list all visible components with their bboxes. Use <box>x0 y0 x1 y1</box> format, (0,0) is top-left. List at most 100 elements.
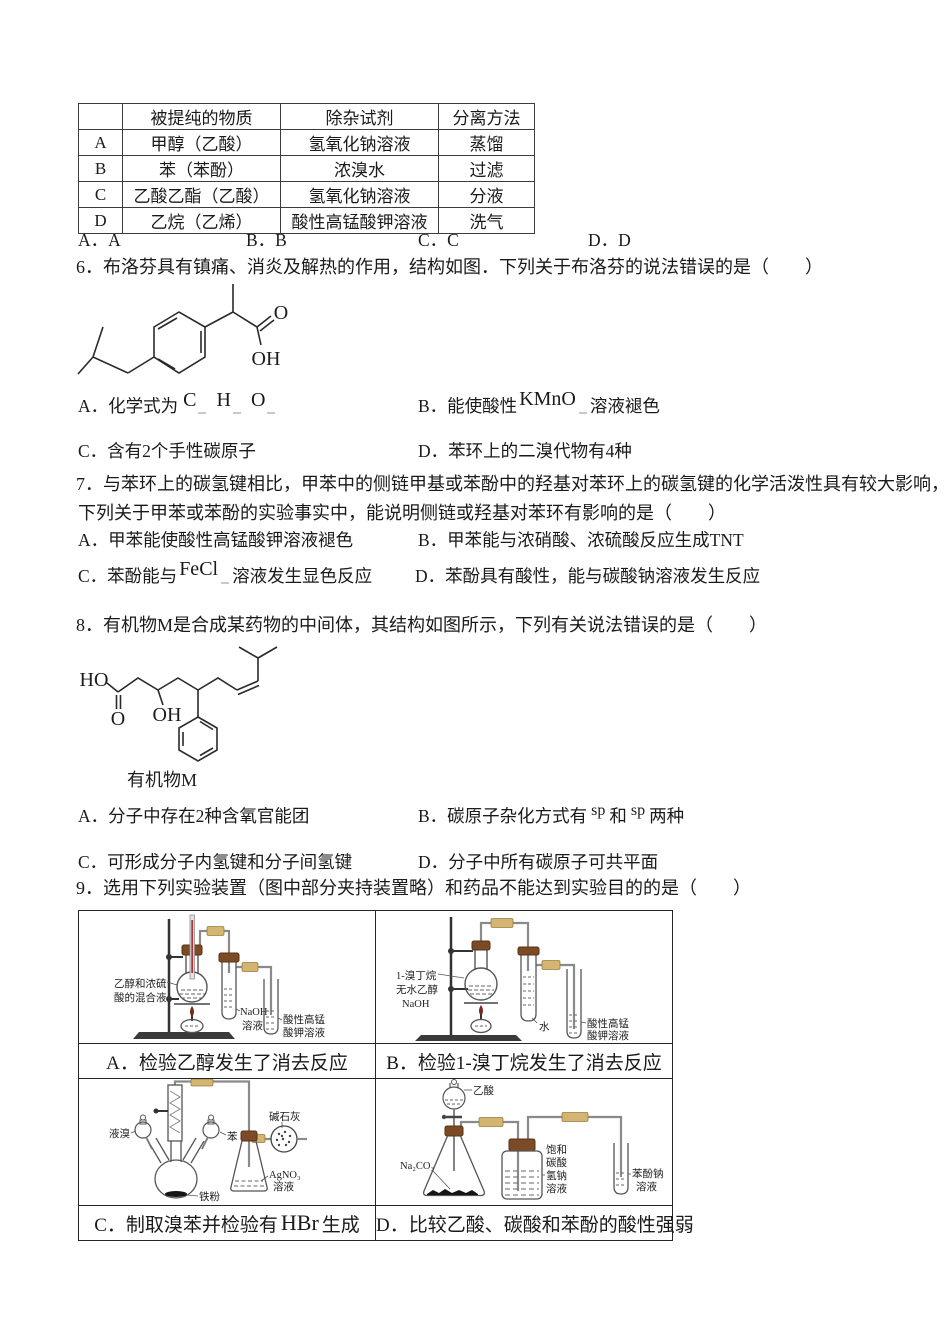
apparatus-a-diagram: 乙醇和浓硫 酸的混合液 NaOH 溶液 酸性高锰 酸钾溶液 <box>114 914 325 1039</box>
kmno4-formula: KMnO <box>519 388 576 410</box>
row-key: A <box>78 129 123 156</box>
alcohol-lamp <box>470 1005 492 1034</box>
soda-lime-label: 碱石灰 <box>269 1110 301 1123</box>
q6-option-b-suffix: 溶液褪色 <box>589 396 660 416</box>
pointer-line <box>219 1131 227 1136</box>
apparatus-c-cell: 液溴 苯 碱石灰 AgNO₃ 溶液 铁粉 <box>78 1078 376 1206</box>
pointer-line <box>437 973 465 979</box>
nahco3-label: 饱和 <box>546 1144 567 1156</box>
kmno4-label: 酸钾溶液 <box>283 1026 325 1039</box>
test-tube-naoh <box>218 952 240 1020</box>
q7-option-b: B．甲苯能与浓硝酸、浓硫酸反应生成TNT <box>418 530 744 550</box>
pointer-line <box>277 1017 283 1021</box>
faint-subscript <box>221 582 230 584</box>
flask-content-label: NaOH <box>402 999 430 1010</box>
q7-option-c-suffix: 溶液发生显色反应 <box>232 566 373 586</box>
nahco3-label: 碳酸 <box>546 1156 567 1169</box>
acetic-acid-label: 乙酸 <box>473 1084 494 1097</box>
carbonyl-o-label: O <box>111 708 125 730</box>
caption-c-suffix: 生成 <box>321 1214 360 1236</box>
rubber-stopper <box>444 1125 464 1137</box>
na2co3-solid <box>427 1189 478 1195</box>
row-substance: 乙酸乙酯（乙酸） <box>122 181 281 208</box>
pointer-line <box>260 1175 269 1182</box>
carbonyl-o-label: O <box>274 302 288 324</box>
phenolate-label: 苯酚钠 <box>632 1167 664 1180</box>
row-substance: 乙烷（乙烯） <box>122 207 281 234</box>
row-key: C <box>78 181 123 208</box>
agno3-label: AgNO₃ <box>269 1170 301 1181</box>
caption-a-cell: A．检验乙醇发生了消去反应 <box>78 1043 376 1079</box>
ibuprofen-bonds <box>77 284 275 375</box>
q6-option-c: C．含有2个手性碳原子 <box>78 441 256 461</box>
q8-option-b-mid: 和 <box>609 806 627 826</box>
caption-b-cell: B．检验1-溴丁烷发生了消去反应 <box>375 1043 673 1079</box>
benzene-label: 苯 <box>227 1130 238 1143</box>
test-tube-phenolate <box>613 1143 629 1195</box>
question-8-stem: 8．有机物M是合成某药物的中间体，其结构如图所示，下列有关说法错误的是（ ） <box>76 615 768 635</box>
test-tube-water <box>517 946 540 1022</box>
purification-table: 被提纯的物质 除杂试剂 分离方法 A 甲醇（乙酸） 氢氧化钠溶液 蒸馏 B 苯（… <box>78 103 535 234</box>
q7-option-c-text: C．苯酚能与 <box>78 566 178 586</box>
test-tube-kmno4 <box>263 979 279 1035</box>
round-bottom-flask <box>464 940 498 1001</box>
apparatus-c-diagram: 液溴 苯 碱石灰 AgNO₃ 溶液 铁粉 <box>109 1079 307 1203</box>
nahco3-label: 溶液 <box>546 1182 567 1195</box>
flask-content-label: 无水乙醇 <box>396 983 438 996</box>
bromine-label: 液溴 <box>109 1127 130 1140</box>
row-substance: 甲醇（乙酸） <box>122 129 281 156</box>
question-6-stem: 6．布洛芬具有镇痛、消炎及解热的作用，结构如图．下列关于布洛芬的说法错误的是（ … <box>76 257 823 277</box>
header-blank <box>78 103 123 130</box>
caption-a: A．检验乙醇发生了消去反应 <box>106 1052 348 1074</box>
hbr-formula: HBr <box>280 1209 319 1235</box>
faint-subscript <box>198 412 207 414</box>
experiment-table: 乙醇和浓硫 酸的混合液 NaOH 溶液 酸性高锰 酸钾溶液 <box>78 910 694 1241</box>
row-method: 过滤 <box>438 155 535 182</box>
drying-ball <box>270 1125 307 1153</box>
q8-option-b-text: B．碳原子杂化方式有 <box>418 806 588 826</box>
three-neck-flask <box>147 1137 205 1199</box>
table-row: A 甲醇（乙酸） 氢氧化钠溶液 蒸馏 <box>78 129 535 156</box>
caption-c-prefix: C．制取溴苯并检验有 <box>94 1214 278 1236</box>
delivery-tubes <box>479 918 576 1029</box>
kmno4-label: 酸钾溶液 <box>587 1029 629 1042</box>
table-row: D 乙烷（乙烯） 酸性高锰酸钾溶液 洗气 <box>78 207 535 234</box>
formula-o: O <box>250 389 266 411</box>
q6-option-d: D．苯环上的二溴代物有4种 <box>418 441 632 461</box>
q7-option-a: A．甲苯能使酸性高锰酸钾溶液褪色 <box>78 530 354 550</box>
row-reagent: 氢氧化钠溶液 <box>280 181 439 208</box>
sp-hybrid-2: sp <box>630 802 646 819</box>
ibuprofen-structure: O OH <box>77 284 288 375</box>
flask-content-label: 酸的混合液 <box>114 991 167 1004</box>
rubber-stopper <box>517 946 540 956</box>
receiver-flask <box>230 1130 268 1192</box>
caption-d: D．比较乙酸、碳酸和苯酚的酸性强弱 <box>376 1214 694 1236</box>
tube-connector <box>561 1112 589 1122</box>
table-row: B 苯（苯酚） 浓溴水 过滤 <box>78 155 535 182</box>
phenolate-label: 溶液 <box>636 1180 657 1193</box>
conical-flask <box>422 1125 486 1197</box>
question-7-stem-line2: 下列关于甲苯或苯酚的实验事实中，能说明侧链或羟基对苯环有影响的是（ ） <box>78 503 726 523</box>
iron-powder-solid <box>165 1191 187 1197</box>
row-key: B <box>78 155 123 182</box>
row-method: 分液 <box>438 181 535 208</box>
naoh-label: 溶液 <box>242 1019 263 1032</box>
tube-connector <box>478 1117 504 1127</box>
apparatus-b-cell: 1-溴丁烷 无水乙醇 NaOH 水 酸性高锰 酸钾溶液 <box>375 910 673 1044</box>
kmno4-label: 酸性高锰 <box>587 1017 629 1030</box>
rubber-stopper <box>218 952 240 963</box>
pointer-line <box>130 1130 137 1134</box>
water-label: 水 <box>539 1021 550 1033</box>
caption-d-cell: D．比较乙酸、碳酸和苯酚的酸性强弱 <box>375 1205 694 1241</box>
header-substance: 被提纯的物质 <box>122 103 281 130</box>
q8-option-d: D．分子中所有碳原子可共平面 <box>418 852 659 872</box>
q7-option-d: D．苯酚具有酸性，能与碳酸钠溶液发生反应 <box>415 566 761 586</box>
formula-c: C <box>183 389 197 411</box>
option-d: D．D <box>588 230 631 250</box>
pointer-line <box>186 1194 199 1197</box>
rubber-stopper <box>508 1138 536 1152</box>
